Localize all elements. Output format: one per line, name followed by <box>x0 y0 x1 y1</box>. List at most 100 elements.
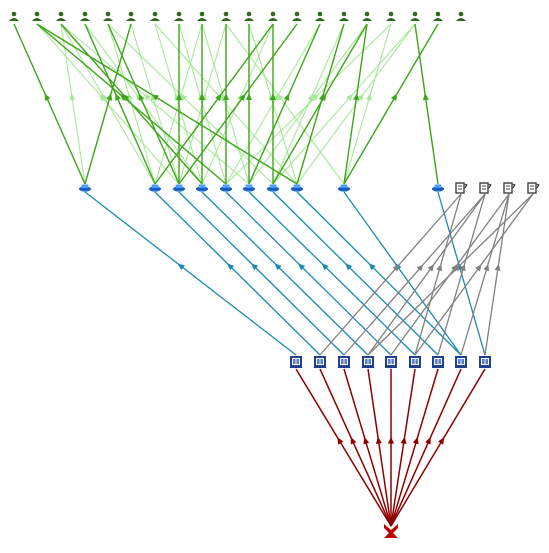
device-node[interactable] <box>503 182 516 194</box>
person-node[interactable] <box>56 11 66 21</box>
person-node[interactable] <box>339 11 349 21</box>
person-icon <box>294 11 300 17</box>
edge-arrowhead <box>115 93 121 101</box>
person-icon <box>152 11 158 17</box>
edge-arrowhead <box>223 93 229 100</box>
person-node[interactable] <box>268 11 278 21</box>
edge-arrowhead <box>251 263 259 271</box>
person-icon <box>199 11 205 17</box>
edge-arrowhead <box>375 436 382 445</box>
hub-node[interactable] <box>173 184 185 192</box>
person-icon <box>458 11 464 17</box>
person-node[interactable] <box>433 11 443 21</box>
printer-icon <box>503 182 513 194</box>
edge-arrowhead <box>199 93 205 100</box>
router-top <box>175 184 183 188</box>
person-node[interactable] <box>410 11 420 21</box>
building-node[interactable] <box>432 356 444 368</box>
hub-node[interactable] <box>79 184 91 192</box>
edge-hub-to-person <box>414 23 439 185</box>
hub-node[interactable] <box>196 184 208 192</box>
building-node[interactable] <box>455 356 467 368</box>
edge-arrowhead <box>346 93 354 101</box>
person-body <box>386 18 396 21</box>
person-node[interactable] <box>386 11 396 21</box>
edge-arrowhead <box>177 263 185 271</box>
edge-hub-to-person <box>84 23 132 185</box>
person-node[interactable] <box>9 11 19 21</box>
person-body <box>103 18 113 21</box>
edge-arrowhead <box>69 93 76 101</box>
edge-building-to-device <box>460 193 510 356</box>
device-node[interactable] <box>479 182 492 194</box>
person-icon <box>388 11 394 17</box>
router-top <box>81 184 89 188</box>
edge-arrowhead <box>438 437 445 445</box>
person-body <box>268 18 278 21</box>
edge-arrowhead <box>436 263 443 272</box>
person-node[interactable] <box>126 11 136 21</box>
person-body <box>410 18 420 21</box>
building-node[interactable] <box>479 356 491 368</box>
edge-arrowhead <box>357 93 364 101</box>
hub-node[interactable] <box>267 184 279 192</box>
edge-building-to-hub <box>225 191 392 356</box>
edge-arrowhead <box>412 436 419 445</box>
building-node[interactable] <box>362 356 374 368</box>
building-node[interactable] <box>314 356 326 368</box>
building-node[interactable] <box>385 356 397 368</box>
edge-hub-to-person <box>248 23 321 185</box>
edge-root-to-building <box>343 368 392 527</box>
person-node[interactable] <box>244 11 254 21</box>
hub-node[interactable] <box>220 184 232 192</box>
edge-hub-to-person <box>13 23 86 185</box>
person-icon <box>82 11 88 17</box>
person-node[interactable] <box>197 11 207 21</box>
person-node[interactable] <box>456 11 466 21</box>
edge-arrowhead <box>138 93 145 101</box>
edge-building-to-device <box>343 193 486 356</box>
edge-arrowhead <box>345 263 353 271</box>
person-body <box>80 18 90 21</box>
edge-arrowhead <box>44 93 51 101</box>
edge-building-to-hub <box>272 191 439 356</box>
edge-root-to-building <box>295 368 392 527</box>
building-node[interactable] <box>290 356 302 368</box>
person-body <box>244 18 254 21</box>
hub-node[interactable] <box>338 184 350 192</box>
edge-root-to-building <box>367 368 392 527</box>
person-body <box>32 18 42 21</box>
building-node[interactable] <box>338 356 350 368</box>
hub-node[interactable] <box>291 184 303 192</box>
person-node[interactable] <box>315 11 325 21</box>
edge-arrowhead <box>176 93 182 100</box>
person-node[interactable] <box>32 11 42 21</box>
person-node[interactable] <box>80 11 90 21</box>
printer-tag <box>512 183 516 189</box>
person-node[interactable] <box>362 11 372 21</box>
person-body <box>221 18 231 21</box>
edge-arrowhead <box>400 436 407 445</box>
person-node[interactable] <box>221 11 231 21</box>
device-node[interactable] <box>527 182 540 194</box>
hub-node[interactable] <box>432 184 444 192</box>
person-node[interactable] <box>292 11 302 21</box>
person-node[interactable] <box>174 11 184 21</box>
building-node[interactable] <box>409 356 421 368</box>
hub-node[interactable] <box>243 184 255 192</box>
device-node[interactable] <box>455 182 468 194</box>
person-node[interactable] <box>103 11 113 21</box>
router-top <box>245 184 253 188</box>
edge-hub-to-person <box>343 23 439 185</box>
edge-arrowhead <box>151 94 159 101</box>
edge-arrowhead <box>273 93 280 101</box>
edge-arrowhead <box>459 263 466 272</box>
hub-node[interactable] <box>149 184 161 192</box>
root-node[interactable] <box>384 524 398 538</box>
edge-hub-to-person <box>343 23 368 185</box>
edge-building-to-hub <box>296 191 462 356</box>
edge-arrowhead <box>483 263 490 272</box>
person-node[interactable] <box>150 11 160 21</box>
person-body <box>56 18 66 21</box>
